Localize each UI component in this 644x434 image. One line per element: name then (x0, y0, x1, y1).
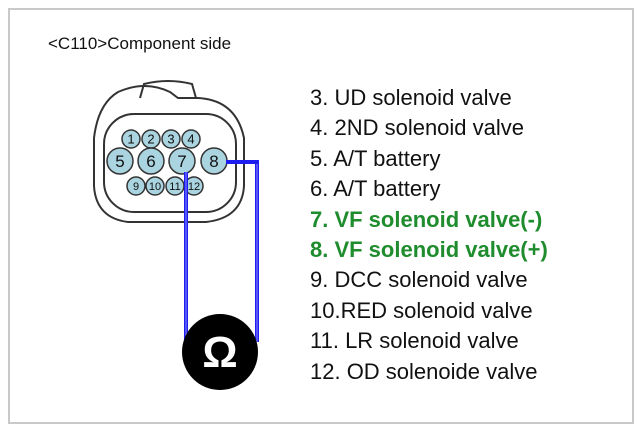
pin-function-item: 9. DCC solenoid valve (310, 267, 528, 293)
pin-7 (168, 147, 196, 175)
pin-function-item: 12. OD solenoide valve (310, 358, 538, 384)
pin-9-label: 9 (133, 181, 139, 193)
pin-6-label: 6 (146, 152, 155, 171)
pin-3-label: 3 (167, 132, 174, 147)
pin-function-item: 4. 2ND solenoid valve (310, 115, 525, 141)
pin-11-label: 11 (169, 181, 180, 193)
pin-8-label: 8 (209, 152, 218, 171)
pin-1 (121, 129, 141, 149)
pin-function-item: 6. A/T battery (310, 176, 441, 202)
pin-4-label: 4 (187, 132, 194, 147)
pin-function-list: 3. UD solenoid valve 4. 2ND solenoid valv… (310, 83, 548, 387)
pin-function-item: 7. VF solenoid valve(-) (310, 206, 543, 232)
ohm-symbol: Ω (202, 328, 237, 377)
pin-function-item: 3. UD solenoid valve (310, 85, 512, 110)
connector-latch (139, 80, 197, 99)
pin-10-label: 10 (149, 181, 161, 193)
pin-3 (161, 129, 181, 149)
pin-4 (181, 129, 201, 149)
pin-12-label: 12 (188, 181, 200, 193)
pin-2-label: 2 (147, 132, 154, 147)
ohmmeter-icon (182, 314, 258, 390)
pin-function-item: 11. LR solenoid valve (310, 328, 519, 354)
pin-7-label: 7 (177, 152, 186, 171)
pin-5-label: 5 (115, 152, 124, 171)
pin-function-item: 8. VF solenoid valve(+) (310, 236, 548, 262)
pin-function-item: 10.RED solenoid valve (310, 297, 533, 323)
pin-6 (137, 147, 165, 175)
pin-10 (145, 176, 165, 196)
pin-9 (126, 176, 146, 196)
connector-title: <C110>Component side (48, 34, 232, 53)
pin-5 (106, 147, 134, 175)
pin-1-label: 1 (127, 132, 134, 147)
pin-function-item: 5. A/T battery (310, 145, 441, 171)
